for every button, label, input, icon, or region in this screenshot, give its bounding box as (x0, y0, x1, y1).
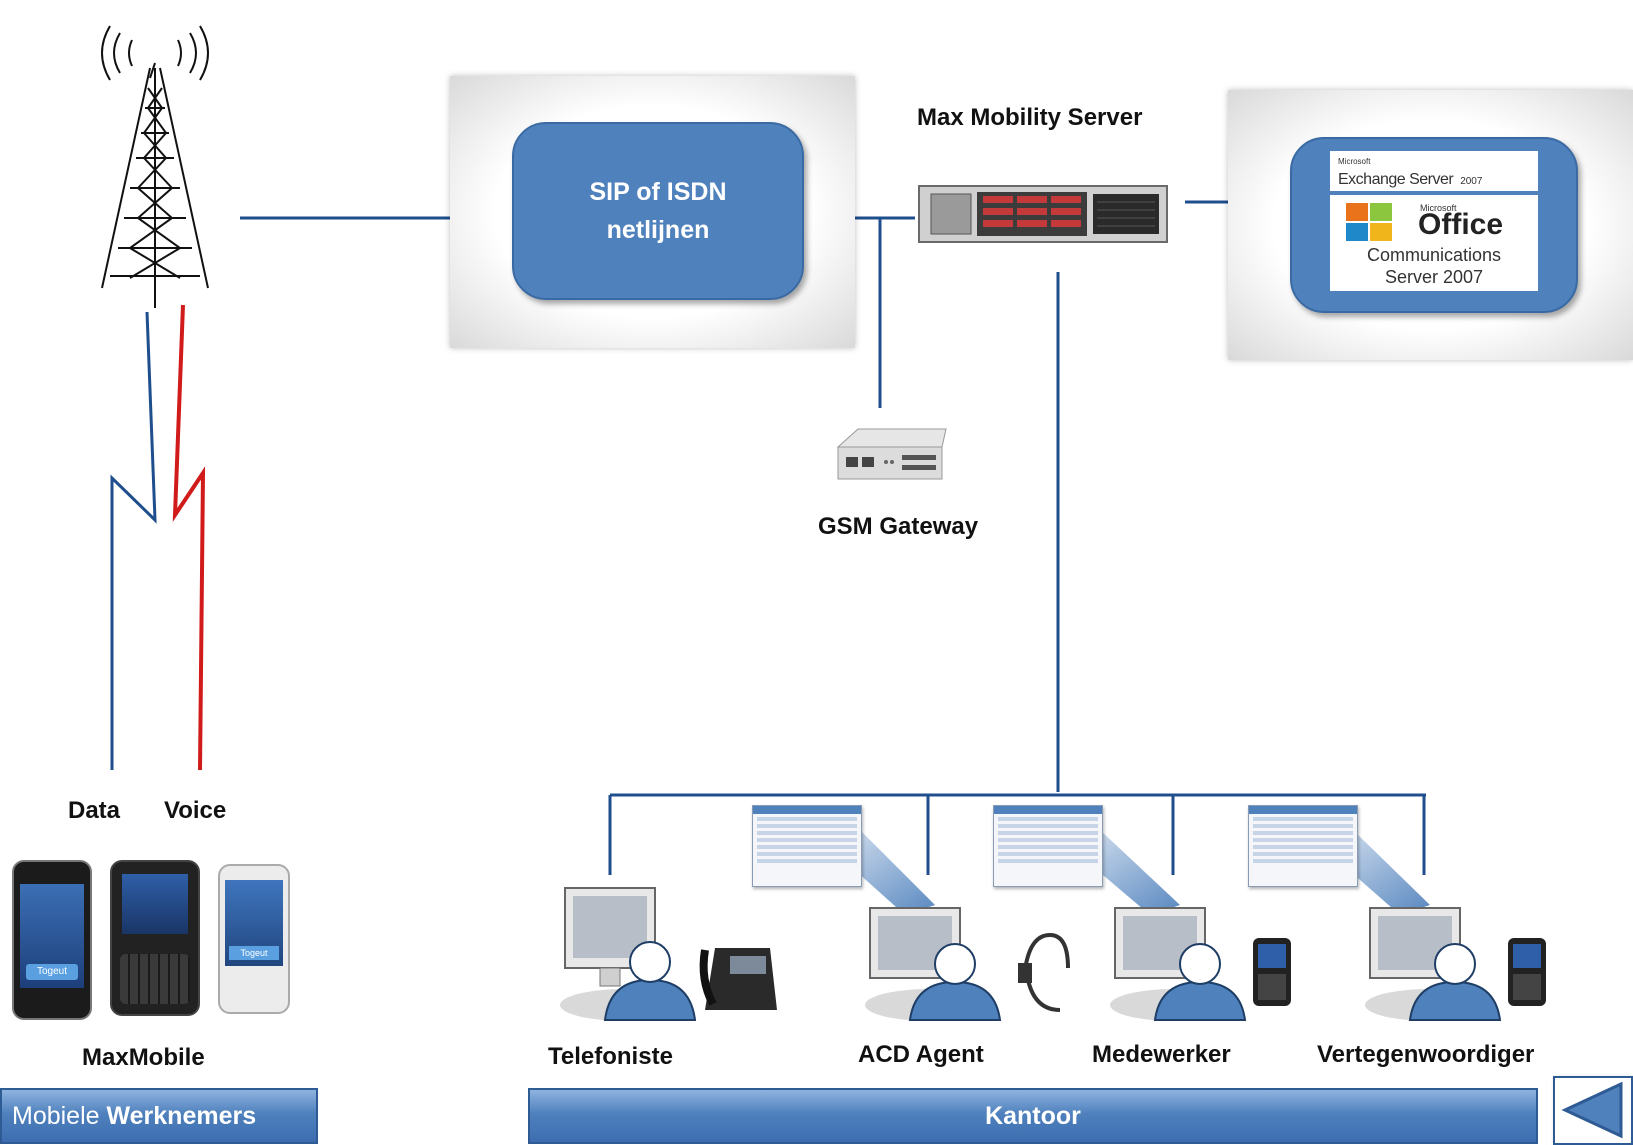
blackberry-keyboard (120, 954, 190, 1004)
ocs-logo: Microsoft Office Communications Server 2… (1330, 195, 1538, 291)
gsm-gateway-label: GSM Gateway (818, 513, 979, 540)
triangle-left-icon (1561, 1081, 1623, 1139)
smartphone-icon (1253, 938, 1291, 1006)
workstation-medewerker (1110, 907, 1291, 1021)
exchange-ocs-box: Microsoft Exchange Server 2007 Microsoft… (1290, 137, 1578, 313)
person-icon (908, 980, 1002, 1021)
app-screenshot-3 (1248, 805, 1358, 887)
android-device: Togeut (218, 864, 290, 1014)
iphone-screen: Togeut (20, 884, 84, 988)
office-bar-label: Kantoor (985, 1101, 1081, 1130)
desk-phone-icon (699, 948, 777, 1010)
ocs-brand: Microsoft (1420, 203, 1457, 213)
office-bar[interactable]: Kantoor (528, 1088, 1538, 1144)
role-label-acd-agent: ACD Agent (858, 1041, 984, 1068)
sip-box-line2: netlijnen (606, 216, 710, 244)
ocs-line1: Communications (1366, 245, 1502, 265)
mobile-workers-bar[interactable]: Mobiele Werknemers (0, 1088, 318, 1144)
data-link (110, 311, 157, 770)
exchange-logo: Microsoft Exchange Server 2007 (1330, 151, 1538, 191)
headset-icon (1018, 932, 1070, 1012)
app-screenshot-2 (993, 805, 1103, 887)
role-label-vertegenwoordiger: Vertegenwoordiger (1317, 1041, 1535, 1068)
unlock-button: Togeut (26, 964, 78, 980)
person-icon (1408, 980, 1502, 1021)
android-screen: Togeut (225, 880, 283, 966)
ocs-line2: Server 2007 (1384, 267, 1484, 287)
workstation-acd-agent (865, 907, 1070, 1021)
iphone-device: Togeut (12, 860, 92, 1020)
sip-box-line1: SIP of ISDN (589, 178, 727, 206)
voice-label: Voice (164, 797, 227, 824)
workstation-vertegenwoordiger (1365, 907, 1546, 1021)
radio-tower-icon (101, 25, 209, 308)
data-label: Data (68, 797, 121, 824)
blackberry-screen (122, 874, 188, 934)
gsm-gateway-icon (836, 428, 947, 480)
workstation-telefoniste (560, 887, 777, 1021)
voice-link (172, 304, 206, 771)
back-button[interactable] (1553, 1076, 1633, 1145)
person-icon (1153, 980, 1247, 1021)
app-screenshot-1 (752, 805, 862, 887)
role-label-medewerker: Medewerker (1092, 1041, 1231, 1068)
exchange-brand: Microsoft (1338, 157, 1371, 166)
rack-server-icon (918, 185, 1168, 243)
smartphone-icon (1508, 938, 1546, 1006)
office-logo-icon (1346, 203, 1392, 241)
server-label: Max Mobility Server (917, 104, 1143, 131)
exchange-name: Exchange Server (1338, 171, 1454, 188)
ocs-office: Office (1418, 208, 1504, 241)
blackberry-device (110, 860, 200, 1016)
sip-isdn-box: SIP of ISDN netlijnen (512, 122, 804, 300)
role-label-telefoniste: Telefoniste (548, 1043, 673, 1070)
android-button: Togeut (229, 946, 279, 960)
mobile-workers-prefix: Mobiele (12, 1101, 107, 1130)
mobile-workers-bold: Werknemers (106, 1101, 257, 1130)
maxmobile-label: MaxMobile (82, 1044, 205, 1071)
exchange-version: 2007 (1460, 176, 1483, 187)
